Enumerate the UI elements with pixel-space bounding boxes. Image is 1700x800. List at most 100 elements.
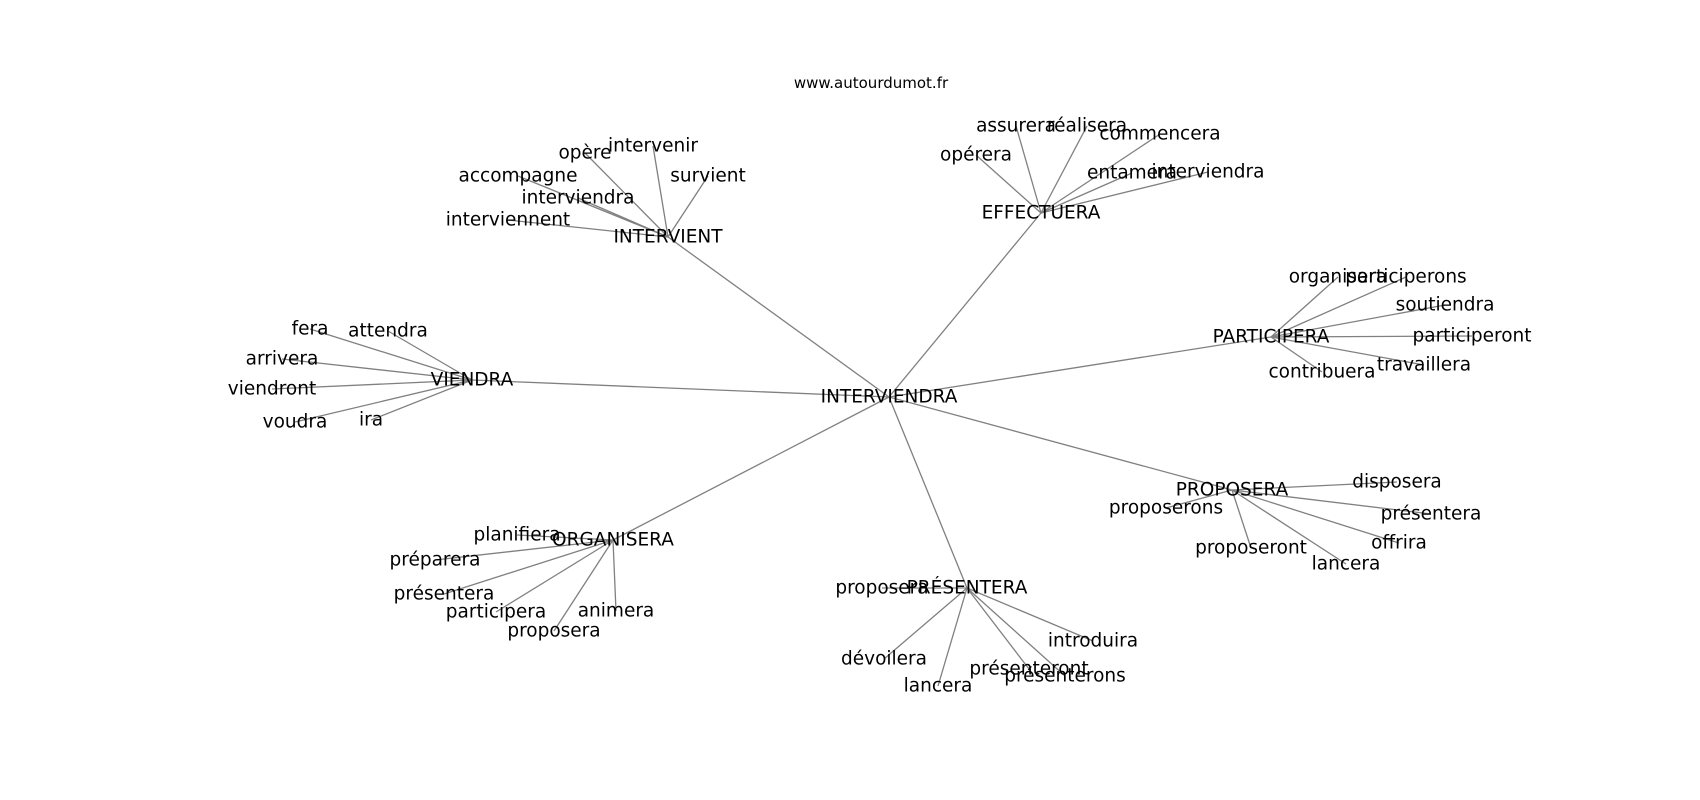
edge-hub-to-leaf — [1165, 489, 1233, 509]
leaf-node-label: attendra — [348, 321, 428, 342]
leaf-node-label: viendront — [228, 379, 316, 400]
edge-hub-to-leaf — [495, 539, 614, 613]
leaf-node-label: interviendra — [522, 188, 635, 209]
edge-center-to-hub — [612, 396, 890, 541]
leaf-node-label: organisera — [1289, 267, 1388, 288]
edge-hub-to-leaf — [553, 539, 614, 632]
edge-center-to-hub — [888, 212, 1042, 398]
edge-hub-to-leaf — [309, 328, 473, 381]
edge-hub-to-leaf — [966, 587, 1030, 670]
leaf-node-label: participerons — [1345, 267, 1466, 288]
leaf-node-label: préparera — [390, 550, 481, 571]
leaf-node-label: lancera — [1312, 554, 1381, 575]
edge-hub-to-leaf — [1231, 489, 1347, 565]
hub-node-label: ORGANISERA — [552, 530, 674, 551]
hub-node-label: INTERVIENT — [613, 227, 723, 248]
leaf-node-label: soutiendra — [1396, 295, 1495, 316]
edge-hub-to-leaf — [1015, 125, 1042, 214]
leaf-node-label: offrira — [1371, 533, 1427, 554]
edge-hub-to-leaf — [975, 154, 1042, 214]
hub-node-label: VIENDRA — [431, 370, 514, 391]
edge-hub-to-leaf — [1231, 489, 1252, 549]
center-node-label: INTERVIENDRA — [821, 387, 958, 408]
edge-center-to-hub — [888, 396, 968, 589]
leaf-node-label: participeront — [1412, 326, 1531, 347]
leaf-node-label: arrivera — [246, 349, 319, 370]
edge-hub-to-leaf — [1231, 489, 1400, 544]
edge-hub-to-leaf — [584, 152, 669, 238]
leaf-node-label: travaillera — [1377, 355, 1471, 376]
edge-hub-to-leaf — [667, 175, 709, 238]
leaf-node-label: réalisera — [1047, 116, 1127, 137]
leaf-node-label: présentera — [394, 584, 495, 605]
edge-hub-to-leaf — [1040, 125, 1088, 214]
leaf-node-label: proposerons — [1109, 498, 1223, 519]
edge-hub-to-leaf — [443, 539, 614, 595]
leaf-node-label: planifiera — [473, 525, 560, 546]
edge-hub-to-leaf — [507, 219, 669, 238]
edge-hub-to-leaf — [1040, 172, 1133, 214]
edge-hub-to-leaf — [434, 539, 614, 561]
edge-hub-to-leaf — [937, 587, 968, 687]
edge-hub-to-leaf — [1040, 133, 1161, 214]
leaf-node-label: intervenir — [608, 136, 698, 157]
leaf-node-label: fera — [292, 319, 329, 340]
edge-hub-to-leaf — [271, 379, 473, 390]
edge-hub-to-leaf — [294, 379, 473, 423]
leaf-node-label: contribuera — [1268, 362, 1375, 383]
edge-hub-to-leaf — [370, 379, 473, 421]
edge-hub-to-leaf — [612, 539, 617, 612]
edge-hub-to-leaf — [652, 145, 669, 238]
edge-center-to-hub — [471, 379, 890, 398]
hub-node-label: PARTICIPERA — [1213, 327, 1330, 348]
edge-hub-to-leaf — [1270, 335, 1473, 338]
edge-hub-to-leaf — [1270, 336, 1323, 373]
leaf-node-label: présenteront — [969, 659, 1088, 680]
leaf-node-label: interviennent — [446, 210, 570, 231]
leaf-node-label: ira — [359, 410, 383, 431]
leaf-node-label: accompagne — [459, 166, 578, 187]
leaf-node-label: commencera — [1099, 124, 1220, 145]
edge-hub-to-leaf — [1231, 481, 1398, 491]
edge-hub-to-leaf — [516, 534, 614, 541]
edge-hub-to-leaf — [883, 587, 968, 660]
edge-hub-to-leaf — [387, 330, 473, 381]
leaf-node-label: voudra — [263, 412, 328, 433]
leaf-node-label: opérera — [940, 145, 1012, 166]
leaf-node-label: interviendra — [1152, 162, 1265, 183]
edge-center-to-hub — [667, 236, 890, 398]
hub-node-label: PRÉSENTERA — [907, 577, 1028, 599]
edge-hub-to-leaf — [1270, 336, 1425, 366]
leaf-node-label: animera — [578, 601, 655, 622]
edge-hub-to-leaf — [281, 358, 473, 381]
leaf-node-label: dévoilera — [841, 649, 927, 670]
edge-hub-to-leaf — [1270, 276, 1407, 338]
edge-hub-to-leaf — [1231, 489, 1432, 515]
leaf-node-label: proposera — [835, 578, 928, 599]
leaf-node-label: introduira — [1048, 631, 1138, 652]
edge-hub-to-leaf — [966, 587, 1094, 642]
hub-node-label: EFFECTUERA — [982, 203, 1101, 224]
site-url: www.autourdumot.fr — [794, 74, 949, 92]
leaf-node-label: assurera — [976, 116, 1056, 137]
leaf-node-label: entamera — [1087, 163, 1177, 184]
leaf-node-label: proposera — [507, 621, 600, 642]
edges-layer — [271, 125, 1473, 687]
edge-center-to-hub — [888, 396, 1233, 491]
leaf-node-label: proposeront — [1195, 538, 1307, 559]
leaf-node-label: présentera — [1381, 504, 1482, 525]
edge-hub-to-leaf — [966, 587, 1066, 677]
hub-node-label: PROPOSERA — [1176, 480, 1289, 501]
leaf-node-label: opère — [558, 143, 611, 164]
leaf-node-label: disposera — [1352, 472, 1442, 493]
edge-hub-to-leaf — [1270, 304, 1446, 338]
leaf-node-label: lancera — [904, 676, 973, 697]
edge-center-to-hub — [888, 336, 1272, 398]
leaf-node-label: présenterons — [1004, 666, 1126, 687]
leaf-node-label: participera — [446, 602, 546, 623]
edge-hub-to-leaf — [577, 197, 669, 238]
edge-hub-to-leaf — [1040, 171, 1209, 214]
leaf-node-label: survient — [670, 166, 745, 187]
